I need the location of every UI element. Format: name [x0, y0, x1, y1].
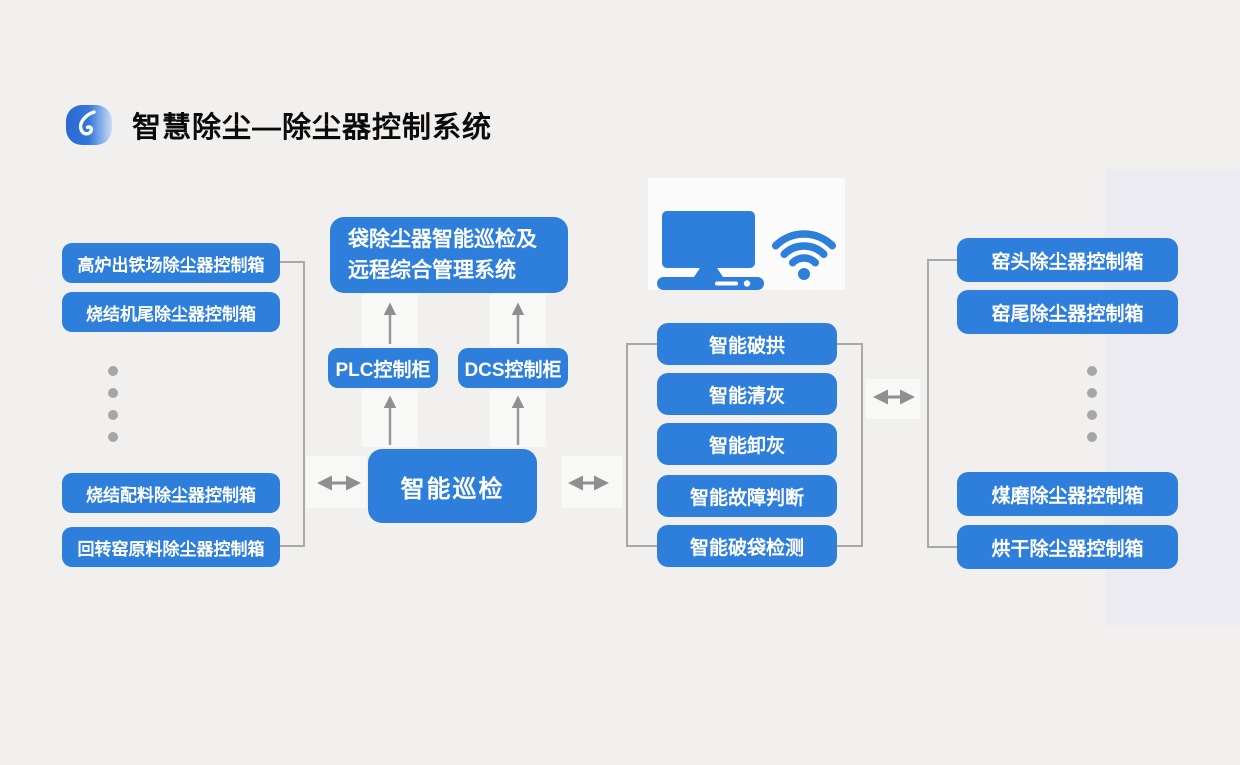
page-title: 智慧除尘—除尘器控制系统 — [132, 112, 493, 144]
function-column-right-bracket — [837, 343, 863, 547]
right-box-coal-mill: 煤磨除尘器控制箱 — [957, 472, 1178, 516]
desktop-computer-icon — [657, 211, 764, 290]
left-column-bracket — [280, 261, 305, 547]
wifi-signal-icon — [771, 230, 837, 280]
left-box-sinter-batching: 烧结配料除尘器控制箱 — [62, 473, 280, 513]
dot — [1087, 388, 1097, 398]
swirl-logo-icon — [66, 105, 112, 145]
function-box-ash-unloading: 智能卸灰 — [657, 423, 837, 465]
dot — [108, 388, 118, 398]
left-box-rotary-kiln-raw: 回转窑原料除尘器控制箱 — [62, 527, 280, 567]
management-system-line1: 袋除尘器智能巡检及 — [348, 228, 537, 251]
smart-inspection-box: 智能巡检 — [368, 449, 537, 523]
left-box-blast-furnace: 高炉出铁场除尘器控制箱 — [62, 243, 280, 283]
left-box-sinter-tail: 烧结机尾除尘器控制箱 — [62, 292, 280, 332]
right-box-kiln-head: 窑头除尘器控制箱 — [957, 238, 1178, 282]
left-ellipsis-dots — [108, 366, 118, 454]
computer-panel — [648, 178, 845, 290]
dot — [108, 366, 118, 376]
plc-cabinet-box: PLC控制柜 — [328, 348, 438, 388]
right-ellipsis-dots — [1087, 366, 1097, 454]
function-box-bag-break-detection: 智能破袋检测 — [657, 525, 837, 567]
right-box-drying: 烘干除尘器控制箱 — [957, 525, 1178, 569]
dot — [1087, 410, 1097, 420]
management-system-box: 袋除尘器智能巡检及 远程综合管理系统 — [330, 217, 568, 293]
dot — [1087, 366, 1097, 376]
function-box-arch-breaking: 智能破拱 — [657, 323, 837, 365]
function-box-ash-cleaning: 智能清灰 — [657, 373, 837, 415]
dot — [1087, 432, 1097, 442]
header: 智慧除尘—除尘器控制系统 — [66, 104, 492, 146]
right-column-bracket — [927, 259, 957, 548]
dot — [108, 410, 118, 420]
dcs-cabinet-box: DCS控制柜 — [458, 348, 568, 388]
right-box-kiln-tail: 窑尾除尘器控制箱 — [957, 290, 1178, 334]
function-column-left-bracket — [626, 343, 657, 547]
management-system-line2: 远程综合管理系统 — [348, 259, 516, 282]
dot — [108, 432, 118, 442]
function-box-fault-diagnosis: 智能故障判断 — [657, 475, 837, 517]
